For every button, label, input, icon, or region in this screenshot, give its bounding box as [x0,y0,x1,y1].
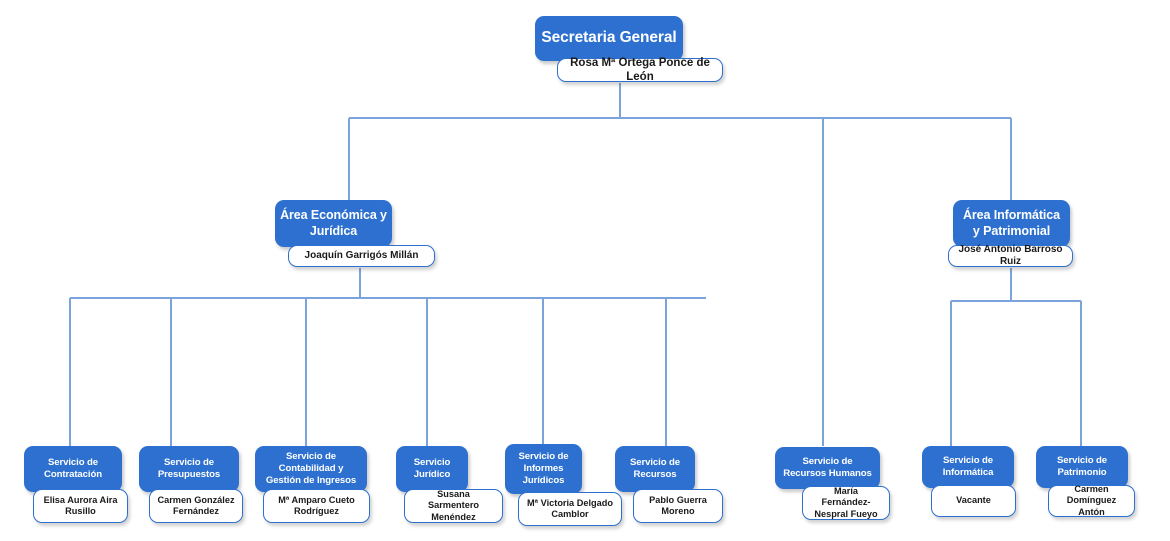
node-person-servicio-contabilidad-gestion-ingresos[interactable]: Mª Amparo Cueto Rodríguez [263,489,370,523]
node-title-area-economica-y-juridica[interactable]: Área Económica y Jurídica [275,200,392,247]
node-person-servicio-contratacion[interactable]: Elisa Aurora Aira Rusillo [33,489,128,523]
node-title-area-informatica-y-patrimonial[interactable]: Área Informática y Patrimonial [953,200,1070,247]
node-title-servicio-presupuestos[interactable]: Servicio de Presupuestos [139,446,239,492]
node-title-servicio-recursos-humanos[interactable]: Servicio de Recursos Humanos [775,447,880,489]
node-title-secretaria-general[interactable]: Secretaria General [535,16,683,61]
node-person-secretaria-general[interactable]: Rosa Mª Ortega Ponce de León [557,57,723,83]
node-title-servicio-juridico[interactable]: Servicio Jurídico [396,446,468,492]
node-person-servicio-juridico[interactable]: Susana Sarmentero Menéndez [404,489,503,523]
node-person-servicio-presupuestos[interactable]: Carmen González Fernández [149,489,243,523]
node-person-servicio-informatica[interactable]: Vacante [931,485,1016,517]
node-title-servicio-informatica[interactable]: Servicio de Informática [922,446,1014,488]
node-title-servicio-contratacion[interactable]: Servicio de Contratación [24,446,122,492]
node-title-servicio-informes-juridicos[interactable]: Servicio de Informes Jurídicos [505,444,582,494]
node-person-servicio-recursos[interactable]: Pablo Guerra Moreno [633,489,723,523]
node-person-area-economica-y-juridica[interactable]: Joaquín Garrigós Millán [288,245,435,267]
node-title-servicio-patrimonio[interactable]: Servicio de Patrimonio [1036,446,1128,488]
node-person-area-informatica-y-patrimonial[interactable]: José Antonio Barroso Ruiz [948,244,1073,267]
node-title-servicio-contabilidad-gestion-ingresos[interactable]: Servicio de Contabilidad y Gestión de In… [255,446,367,492]
node-title-servicio-recursos[interactable]: Servicio de Recursos [615,446,695,492]
node-person-servicio-recursos-humanos[interactable]: María Fernández-Nespral Fueyo [802,486,890,520]
node-person-servicio-patrimonio[interactable]: Carmen Domínguez Antón [1048,484,1135,517]
node-person-servicio-informes-juridicos[interactable]: Mª Victoria Delgado Camblor [518,492,622,526]
